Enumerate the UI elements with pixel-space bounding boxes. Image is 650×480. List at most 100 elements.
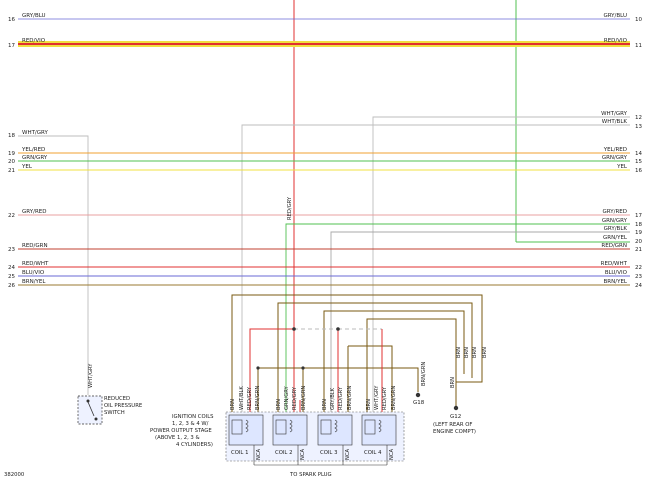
pin-right-17: 17 xyxy=(635,213,642,219)
coil-title-5: 4 CYLINDERS) xyxy=(176,442,213,448)
wire-wht-blk xyxy=(241,124,630,412)
coil-3-pin-4: BRN/GRN xyxy=(347,386,353,410)
coil-4-pin-4: BRN/GRN xyxy=(391,386,397,410)
switch-terminal xyxy=(86,399,90,403)
brown-ground-bus xyxy=(231,294,483,412)
label-right-grn-gry-2: GRN/GRY xyxy=(602,218,628,224)
pin-right-12: 12 xyxy=(635,115,642,121)
label-right-brn-yel: BRN/YEL xyxy=(604,279,628,285)
label-right-grn-yel: GRN/YEL xyxy=(603,235,628,241)
left-labels: 16 GRY/BLU 17 RED/VIO 18 WHT/GRY 19 YEL/… xyxy=(8,13,49,289)
label-left-blu-vio: BLU/VIO xyxy=(22,270,45,276)
coil-3-pin-1: BRN xyxy=(322,399,328,410)
coil-title-1: IGNITION COILS xyxy=(172,414,214,420)
label-brn-v5: BRN xyxy=(450,377,456,388)
coil-4-winding xyxy=(378,419,382,433)
pin-right-20: 20 xyxy=(635,239,642,245)
coil-1-pin-4: BRN/GRN xyxy=(255,386,261,410)
wire-brn-bus-2 xyxy=(277,302,473,412)
diagram-id: 382000 xyxy=(4,472,25,478)
label-brn-v3: BRN xyxy=(472,347,478,358)
pin-left-17: 17 xyxy=(8,43,15,49)
coil-3-pin-2: GRY/BLK xyxy=(330,387,336,410)
splice-dot-3 xyxy=(256,366,260,370)
to-spark-plug-label: TO SPARK PLUG xyxy=(289,472,332,478)
coil-3: COIL 3 NCA BRN GRY/BLK RED/GRY BRN/GRN xyxy=(317,386,353,465)
wire-brn-bus-3 xyxy=(323,310,465,412)
label-brn-v1: BRN xyxy=(456,347,462,358)
coil-4-pin-2: WHT/GRY xyxy=(374,385,380,410)
coil-2-pin-3: RED/GRY xyxy=(292,386,298,410)
label-right-wht-gry: WHT/GRY xyxy=(601,111,628,117)
label-right-yel: YEL xyxy=(616,164,628,170)
label-right-blu-vio: BLU/VIO xyxy=(605,270,628,276)
ground-g12-note-1: (LEFT REAR OF xyxy=(433,422,472,428)
wire-brn-bus-4 xyxy=(366,318,457,412)
coil-3-winding xyxy=(334,419,338,433)
wire-wht-gry-left xyxy=(18,135,89,395)
coil-2-pin-1: BRN xyxy=(276,399,282,410)
ground-g12-label: G12 xyxy=(450,414,461,420)
coil-3-stage xyxy=(320,419,332,435)
label-right-gry-red: GRY/RED xyxy=(603,209,627,215)
label-left-gry-blu: GRY/BLU xyxy=(22,13,46,19)
pin-left-21: 21 xyxy=(8,168,15,174)
label-right-grn-gry: GRN/GRY xyxy=(602,155,628,161)
pin-left-19: 19 xyxy=(8,151,15,157)
coil-2-pin-4: BRN/GRN xyxy=(301,386,307,410)
coil-3-name: COIL 3 xyxy=(320,450,337,456)
coil-1-nca: NCA xyxy=(256,448,262,460)
pin-left-26: 26 xyxy=(8,283,15,289)
coil-1-winding xyxy=(245,419,249,433)
coil-4-name: COIL 4 xyxy=(364,450,382,456)
pin-right-23: 23 xyxy=(635,274,642,280)
oil-pressure-switch: WHT/GRY REDUCED OIL PRESSURE SWITCH xyxy=(77,363,143,425)
pin-right-10: 10 xyxy=(635,17,642,23)
switch-ground xyxy=(94,417,98,421)
pin-right-15: 15 xyxy=(635,159,642,165)
label-brn-v4: BRN xyxy=(482,347,488,358)
ground-g18-label: G18 xyxy=(413,400,425,406)
pin-left-23: 23 xyxy=(8,247,15,253)
label-left-red-vio: RED/VIO xyxy=(22,38,46,44)
pin-right-21: 21 xyxy=(635,247,642,253)
label-right-yel-red: YEL/RED xyxy=(603,147,627,153)
wire-gry-blk xyxy=(330,231,630,412)
coil-4-body xyxy=(361,414,397,446)
coil-4-nca: NCA xyxy=(389,448,395,460)
wire-brn-bus-1 xyxy=(231,294,483,412)
label-left-wht-gry: WHT/GRY xyxy=(22,130,49,136)
splice-dot-1 xyxy=(292,327,296,331)
coil-1-body xyxy=(228,414,264,446)
coil-title-4: (ABOVE 1, 2, 3 & xyxy=(155,435,200,441)
label-right-red-wht: RED/WHT xyxy=(601,261,628,267)
pin-left-25: 25 xyxy=(8,274,15,280)
label-left-gry-red: GRY/RED xyxy=(22,209,46,215)
wire-brn-grn-coil4 xyxy=(348,345,393,412)
coil-1: COIL 1 NCA BRN WHT/BLK RED/GRY BRN/GRN xyxy=(228,386,264,465)
switch-contact xyxy=(87,401,95,417)
label-brn-v2: BRN xyxy=(464,347,470,358)
wire-grn-gry-right xyxy=(285,223,630,412)
ground-g12-dot xyxy=(453,405,459,411)
splice-dot-4 xyxy=(301,366,305,370)
label-right-wht-blk: WHT/BLK xyxy=(602,119,628,125)
label-right-red-vio: RED/VIO xyxy=(604,38,628,44)
switch-label-2: OIL PRESSURE xyxy=(104,403,143,409)
switch-label-1: REDUCED xyxy=(104,396,130,402)
ground-g12-note-2: ENGINE COMPT) xyxy=(433,429,476,435)
label-left-yel-red: YEL/RED xyxy=(21,147,45,153)
coil-4-pin-1: BRN xyxy=(366,399,372,410)
pin-left-18: 18 xyxy=(8,133,15,139)
pin-left-22: 22 xyxy=(8,213,15,219)
ground-g18-dot xyxy=(415,392,421,398)
coil-3-nca: NCA xyxy=(345,448,351,460)
switch-box xyxy=(77,395,103,425)
right-labels: GRY/BLU 10 RED/VIO 11 WHT/GRY 12 WHT/BLK… xyxy=(601,13,643,289)
coil-4-stage xyxy=(364,419,376,435)
splice-dot-2 xyxy=(336,327,340,331)
coil-1-pin-1: BRN xyxy=(230,399,236,410)
coil-4-pin-3: RED/GRY xyxy=(382,386,388,410)
